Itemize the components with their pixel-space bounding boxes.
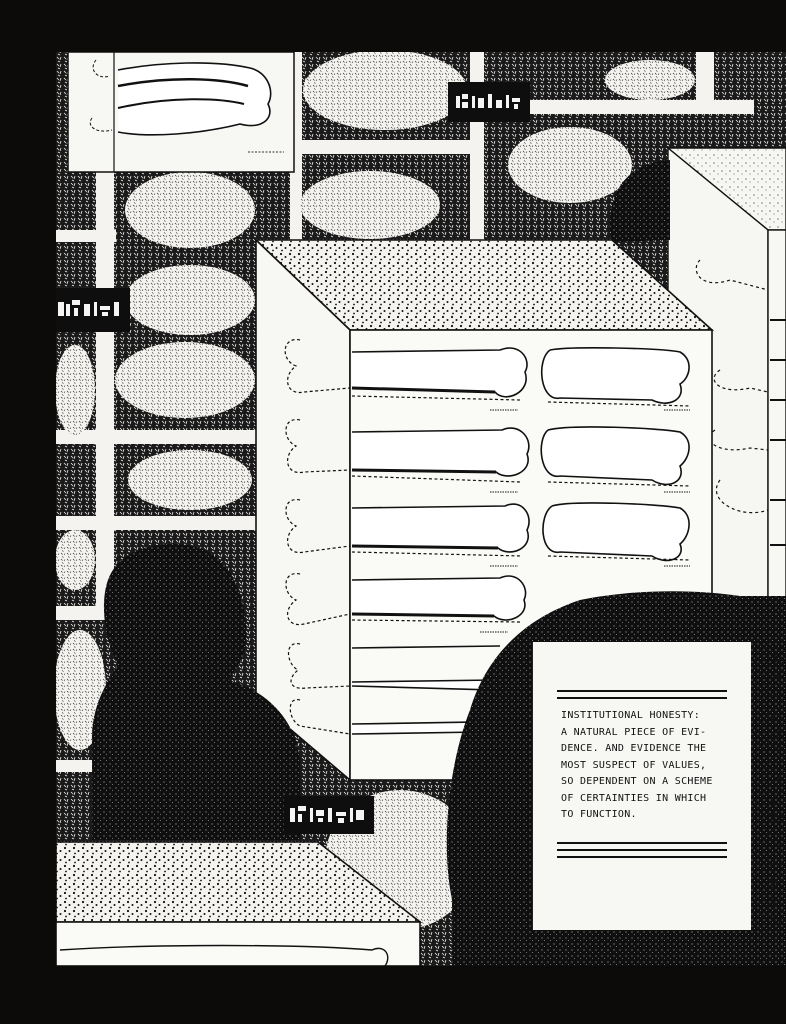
caption-rule-top-1 <box>557 690 727 692</box>
facing-text-line: on <box>770 692 783 703</box>
caption-line: INSTITUTIONAL HONESTY: <box>561 710 701 721</box>
wall-grid <box>56 52 754 772</box>
caption-rule-bottom-2 <box>557 849 727 851</box>
facing-text-line: di <box>770 747 780 759</box>
caption-rule-top-2 <box>557 697 727 699</box>
caption-line: A NATURAL PIECE OF EVI- <box>561 726 707 738</box>
facing-text-line: bu <box>770 915 783 927</box>
wall-blobs <box>56 52 695 930</box>
femur-bones <box>351 347 690 735</box>
wall-label-plate-bottom <box>284 796 374 834</box>
illustration-page: INSTITUTIONAL HONESTY: A NATURAL PIECE O… <box>56 52 786 966</box>
caption-text: INSTITUTIONAL HONESTY: A NATURAL PIECE O… <box>561 708 741 824</box>
facing-text-line: wo <box>770 710 785 722</box>
ghost-bones <box>284 339 691 735</box>
facing-text-line: of <box>770 673 780 685</box>
framed-bone-drawing <box>67 52 295 173</box>
facing-text-line: Re <box>770 813 784 824</box>
facing-text-line: vi <box>770 794 779 806</box>
caption-line: DENCE. AND EVIDENCE THE <box>561 743 707 754</box>
lower-display-case <box>56 841 423 966</box>
caption-rule-bottom-1 <box>557 842 727 844</box>
wall-label-plate-left <box>56 288 130 332</box>
caption-line: MOST SUSPECT OF VALUES, <box>561 759 707 771</box>
caption-card: INSTITUTIONAL HONESTY: A NATURAL PIECE O… <box>532 642 751 930</box>
specimen-tags <box>480 409 690 633</box>
facing-text-line: do <box>770 860 783 871</box>
wall-label-plate-top <box>448 82 530 122</box>
facing-text-line: ob <box>770 729 783 740</box>
visitor-silhouette-back <box>609 160 670 242</box>
facing-page-text: Op of on wo ob di Th vi Re Ti do Du to b… <box>770 652 786 931</box>
facing-text-line: Th <box>770 776 784 787</box>
facing-text-line: Du <box>770 878 785 890</box>
facing-text-line: Op <box>770 655 785 666</box>
caption-line: TO FUNCTION. <box>561 809 637 820</box>
facing-text-line: Ti <box>770 841 780 853</box>
facing-text-line: to <box>770 897 781 908</box>
caption-line: OF CERTAINTIES IN WHICH <box>561 792 707 804</box>
caption-line: SO DEPENDENT ON A SCHEME <box>561 776 713 787</box>
caption-rule-bottom-3 <box>557 856 727 858</box>
visitor-silhouette-left <box>92 543 300 840</box>
